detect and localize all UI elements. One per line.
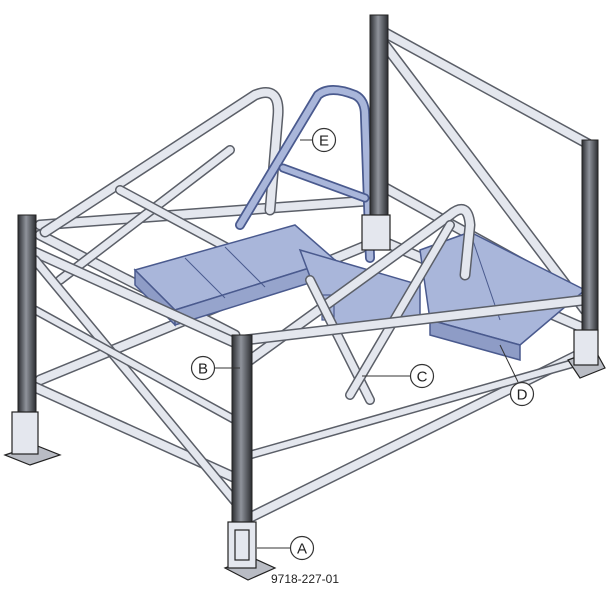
callout-b: B [190,355,216,381]
rail-right-diagonal [379,39,591,316]
callout-e-label: E [319,133,329,150]
rail-right-top [374,24,596,151]
frame-rails-front [24,244,594,526]
callout-d: D [509,381,535,407]
callout-d-label: D [517,387,528,404]
handrail-e [235,85,375,263]
rail-front-top [239,294,591,346]
rail-left-diagonal-b [30,255,243,510]
rail-front-mid [245,355,590,460]
post-front-b [231,334,253,531]
callout-c: C [409,363,435,389]
callout-a-label: A [297,541,307,558]
figure-id: 9718-227-01 [271,572,339,586]
callout-e: E [311,127,337,153]
post-back-left [17,214,37,431]
foot-back-left [3,411,62,466]
deck-right [419,231,587,361]
handrail-left [39,87,284,285]
rail-left-diagonal-c [30,305,240,425]
leader-lines [215,139,519,549]
callout-a: A [289,535,315,561]
callout-c-label: C [417,369,428,386]
callout-b-label: B [198,361,208,378]
leader-line-d [499,344,519,383]
handrail-c [244,203,476,405]
rail-back-top [34,194,386,231]
foot-right [567,329,606,379]
foot-back-right [361,214,391,251]
foot-front-a [223,521,277,581]
post-far-right [581,139,599,336]
rail-left-top [24,244,246,351]
